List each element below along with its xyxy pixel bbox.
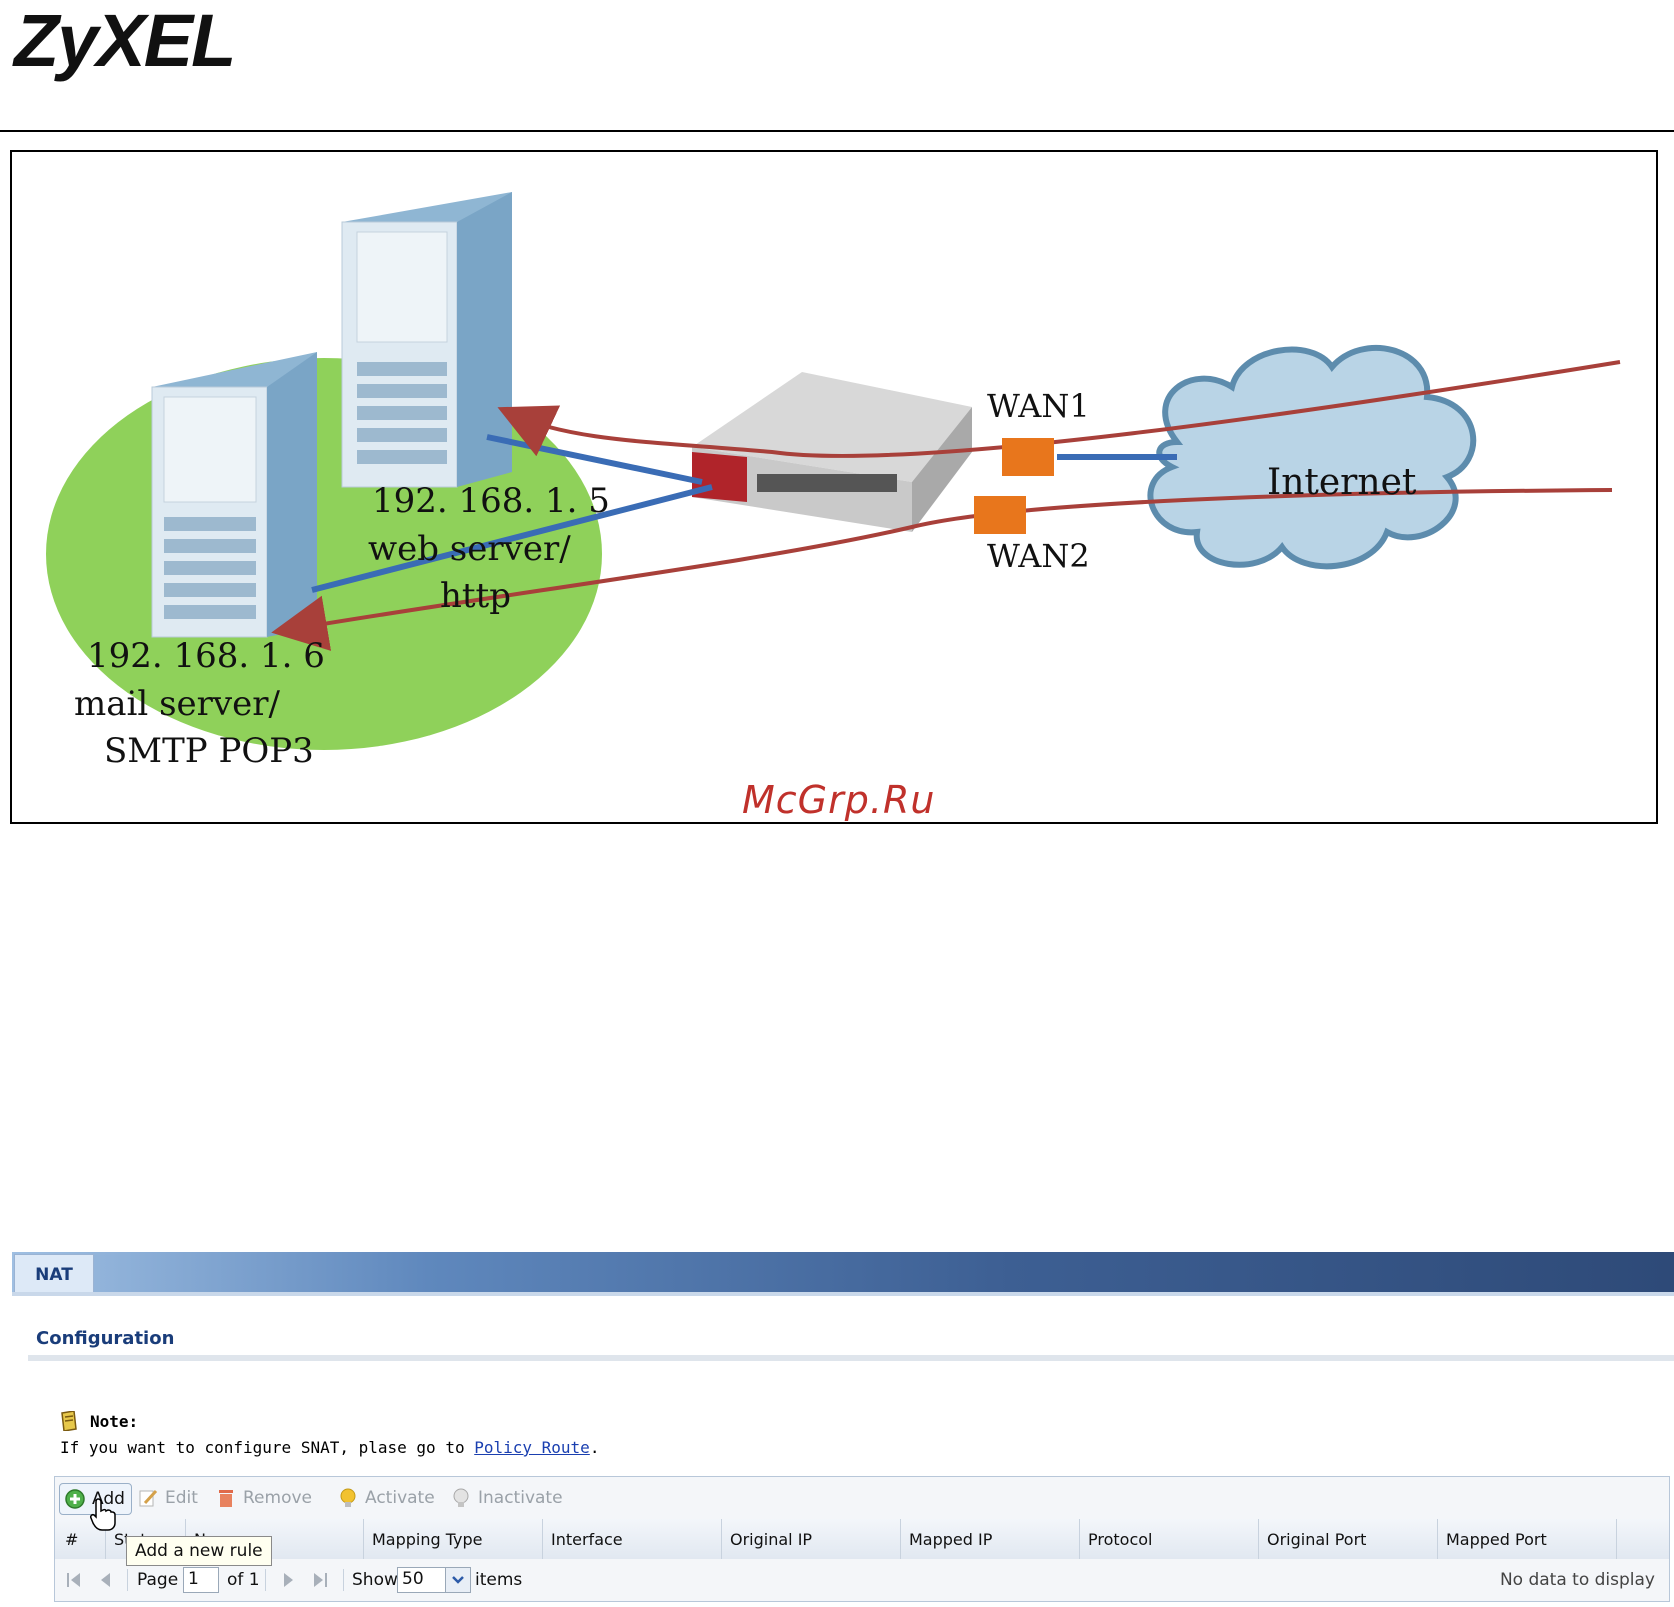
first-page-icon[interactable] [65,1571,83,1589]
items-label: items [475,1570,523,1590]
remove-button-label: Remove [243,1488,312,1508]
mail-server-icon [151,352,317,638]
policy-route-link[interactable]: Policy Route [474,1438,590,1457]
nat-header-divider [12,1292,1674,1296]
add-icon [65,1489,85,1509]
pager-separator [343,1569,344,1591]
nat-header-bar: NAT [12,1252,1674,1294]
mail-server-role: mail server/ [74,684,280,724]
wan1-label: WAN1 [987,387,1090,425]
add-tooltip: Add a new rule [126,1536,272,1566]
diagram-svg: WAN1 WAN2 Internet 192. 168. 1. 5 web se… [46,192,1621,771]
col-header-protocol[interactable]: Protocol [1079,1519,1258,1559]
wan2-port [974,496,1026,534]
activate-button-label: Activate [365,1488,435,1508]
traffic-arrow-mail [271,488,1613,651]
col-header-mapped-port[interactable]: Mapped Port [1437,1519,1616,1559]
col-header-interface[interactable]: Interface [542,1519,721,1559]
previous-page-icon[interactable] [97,1571,115,1589]
table-pager: Page 1 of 1 Show 50 items No data to dis… [55,1559,1669,1601]
tab-nat[interactable]: NAT [14,1254,94,1294]
col-header-original-ip[interactable]: Original IP [721,1519,900,1559]
hand-cursor-icon [90,1498,116,1531]
chevron-down-icon [452,1576,464,1584]
zyxel-logo: ZyXEL [14,0,236,82]
show-label: Show [352,1570,398,1590]
edit-button-label: Edit [165,1488,198,1508]
col-header-mapped-ip[interactable]: Mapped IP [900,1519,1079,1559]
page-input[interactable]: 1 [183,1567,219,1593]
table-toolbar: Add Edit Remove Activate [55,1477,1669,1520]
page-label: Page [137,1570,179,1590]
page-size-dropdown[interactable] [445,1567,471,1593]
internet-label: Internet [1267,462,1417,503]
network-diagram: WAN1 WAN2 Internet 192. 168. 1. 5 web se… [10,150,1658,824]
col-header-mapping-type[interactable]: Mapping Type [363,1519,542,1559]
lightbulb-off-icon [453,1488,469,1507]
remove-button[interactable]: Remove [215,1483,312,1513]
web-server-protocol: http [440,576,511,616]
header-divider [0,130,1674,132]
internet-cloud [1147,344,1477,570]
col-header-number[interactable]: # [65,1529,79,1549]
nat-rules-table: Add Edit Remove Activate [54,1476,1670,1602]
pager-separator [265,1569,266,1591]
lan-link-mail [311,484,713,593]
note-text: If you want to configure SNAT, plase go … [60,1438,599,1457]
page-size-select[interactable]: 50 [397,1567,447,1593]
web-server-ip: 192. 168. 1. 5 [372,481,610,521]
next-page-icon[interactable] [279,1571,297,1589]
col-header-original-port[interactable]: Original Port [1258,1519,1437,1559]
note-icon [61,1411,77,1431]
activate-button[interactable]: Activate [337,1483,435,1513]
section-divider [28,1355,1674,1361]
inactivate-button-label: Inactivate [478,1488,563,1508]
edit-icon [139,1489,158,1507]
edit-button[interactable]: Edit [137,1483,198,1513]
trash-icon [219,1490,233,1507]
wan2-label: WAN2 [987,537,1090,575]
traffic-arrow-web [497,360,1621,458]
note-text-prefix: If you want to configure SNAT, plase go … [60,1438,475,1457]
last-page-icon[interactable] [311,1571,329,1589]
web-server-role: web server/ [368,529,571,569]
col-header-spacer [1616,1519,1669,1559]
web-server-icon [341,192,512,488]
table-header-row: # Status Name Mapping Type Interface Ori… [55,1519,1669,1560]
wan1-port [1002,438,1054,476]
watermark: McGrp.Ru [742,778,936,822]
mail-server-ip: 192. 168. 1. 6 [87,636,325,676]
mail-server-protocol: SMTP POP3 [104,731,314,771]
no-data-message: No data to display [1499,1570,1655,1590]
section-title-configuration: Configuration [36,1328,175,1349]
page-count: of 1 [227,1570,260,1590]
note-text-suffix: . [589,1438,600,1457]
inactivate-button[interactable]: Inactivate [450,1483,563,1513]
pager-separator [127,1569,128,1591]
note-label: Note: [90,1412,139,1431]
lightbulb-on-icon [340,1488,356,1507]
